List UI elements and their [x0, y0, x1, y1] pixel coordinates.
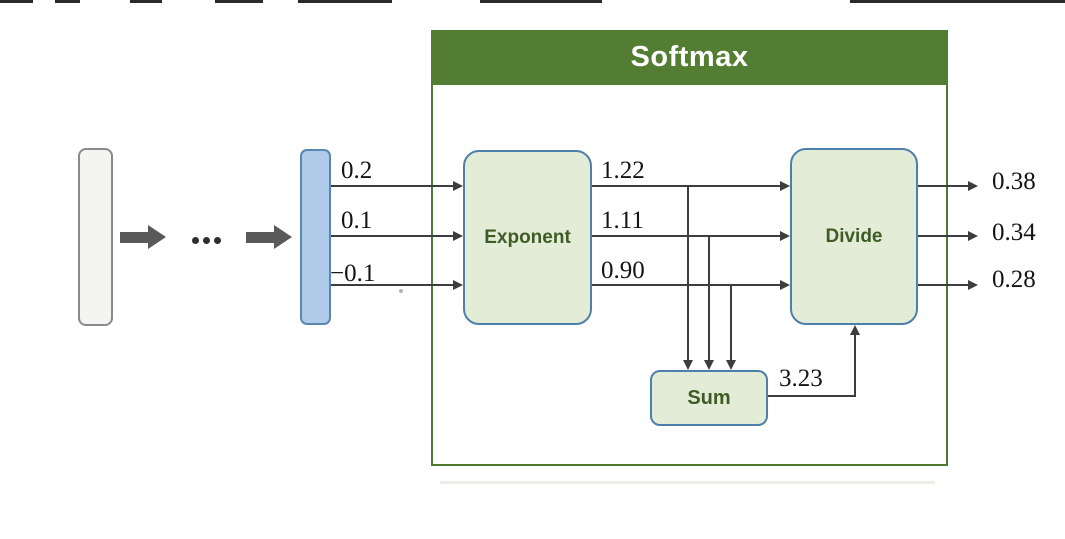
- sum-node: Sum: [650, 370, 768, 426]
- input-value: 0.2: [341, 157, 373, 184]
- connector-line: [331, 185, 453, 187]
- input-value: 0.1: [341, 207, 373, 234]
- sum-label: Sum: [687, 386, 731, 409]
- arrowhead-icon: [780, 280, 790, 290]
- connector-line: [918, 185, 968, 187]
- divide-node: Divide: [790, 148, 918, 325]
- divide-label: Divide: [825, 225, 883, 247]
- top-crop-artifact: [850, 0, 1065, 3]
- connector-line: [708, 236, 710, 360]
- smear-artifact: [440, 481, 935, 484]
- connector-line: [768, 395, 856, 397]
- connector-line: [687, 186, 689, 360]
- arrowhead-icon: [704, 360, 714, 370]
- softmax-title: Softmax: [630, 41, 749, 73]
- top-crop-artifact: [0, 0, 33, 3]
- top-crop-artifact: [130, 0, 162, 3]
- speck-artifact: [399, 289, 403, 293]
- arrowhead-icon: [453, 231, 463, 241]
- connector-line: [592, 284, 780, 286]
- arrowhead-icon: [453, 280, 463, 290]
- exponent-output-value: 1.22: [601, 157, 645, 184]
- sum-output-value: 3.23: [779, 365, 823, 392]
- arrowhead-icon: [683, 360, 693, 370]
- top-crop-artifact: [480, 0, 602, 3]
- exponent-label: Exponent: [484, 226, 571, 248]
- arrowhead-icon: [968, 280, 978, 290]
- connector-line: [854, 334, 856, 397]
- connector-line: [918, 235, 968, 237]
- exponent-output-value: 0.90: [601, 257, 645, 284]
- output-value: 0.28: [992, 266, 1036, 293]
- connector-line: [730, 285, 732, 360]
- output-value: 0.38: [992, 168, 1036, 195]
- top-crop-artifact: [298, 0, 392, 3]
- softmax-header: Softmax: [431, 30, 948, 85]
- exponent-node: Exponent: [463, 150, 592, 325]
- connector-line: [331, 235, 453, 237]
- output-value: 0.34: [992, 219, 1036, 246]
- top-crop-artifact: [55, 0, 80, 3]
- arrowhead-icon: [726, 360, 736, 370]
- connector-line: [918, 284, 968, 286]
- logits-vector-shape: [300, 149, 331, 325]
- exponent-output-value: 1.11: [601, 207, 644, 234]
- top-crop-artifact: [215, 0, 263, 3]
- connector-line: [592, 235, 780, 237]
- connector-line: [331, 284, 453, 286]
- arrowhead-icon: [850, 325, 860, 335]
- input-value: −0.1: [330, 260, 376, 287]
- connector-line: [592, 185, 780, 187]
- arrowhead-icon: [968, 231, 978, 241]
- arrowhead-icon: [780, 231, 790, 241]
- arrowhead-icon: [968, 181, 978, 191]
- arrowhead-icon: [453, 181, 463, 191]
- input-vector-shape: [78, 148, 113, 326]
- arrowhead-icon: [780, 181, 790, 191]
